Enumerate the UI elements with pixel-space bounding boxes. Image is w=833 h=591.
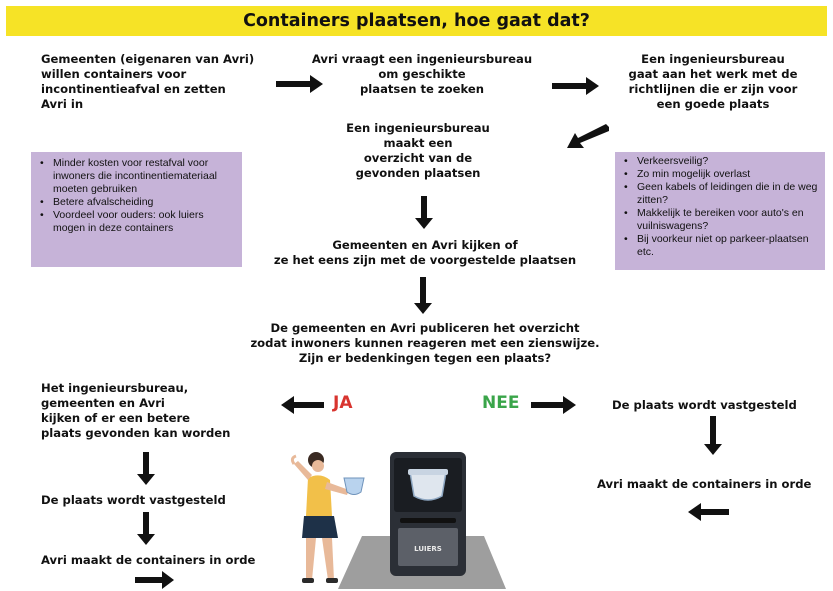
benefit-item: Voordeel voor ouders: ook luiers mogen i… — [40, 209, 236, 235]
arrow-down-1 — [415, 196, 433, 229]
step-gemeenten-avri-kijken: Gemeenten en Avri kijken of ze het eens … — [273, 238, 577, 267]
step-publiceren-overzicht: De gemeenten en Avri publiceren het over… — [250, 321, 600, 365]
benefits-box: Minder kosten voor restafval voor inwone… — [31, 152, 242, 267]
page-title: Containers plaatsen, hoe gaat dat? — [243, 11, 590, 31]
title-banner: Containers plaatsen, hoe gaat dat? — [6, 6, 827, 36]
arrow-down-left-1 — [137, 452, 155, 485]
benefit-item: Betere afvalscheiding — [40, 196, 236, 209]
step-containers-in-orde-ja: Avri maakt de containers in orde — [41, 553, 256, 567]
criteria-item: Geen kabels of leidingen die in de weg z… — [624, 181, 819, 207]
arrow-down-left-2 — [137, 512, 155, 545]
arrow-down-right — [704, 416, 722, 455]
arrow-down-2 — [414, 277, 432, 314]
step-avri-vraagt-bureau: Avri vraagt een ingenieursbureau om gesc… — [311, 52, 533, 96]
step-bureau-maakt-overzicht: Een ingenieursbureau maakt een overzicht… — [346, 121, 490, 180]
container-label: LUIERS — [414, 545, 442, 553]
arrow-left-final — [688, 503, 729, 521]
benefit-item: Minder kosten voor restafval voor inwone… — [40, 157, 236, 196]
criteria-item: Makkelijk te bereiken voor auto's en vui… — [624, 207, 819, 233]
arrow-down-left — [567, 124, 609, 148]
step-betere-plaats-zoeken: Het ingenieursbureau, gemeenten en Avri … — [41, 381, 231, 440]
step-containers-in-orde-nee: Avri maakt de containers in orde — [597, 477, 812, 491]
step-bureau-aan-het-werk: Een ingenieursbureau gaat aan het werk m… — [628, 52, 798, 111]
arrow-left-ja — [281, 396, 324, 414]
criteria-item: Verkeersveilig? — [624, 155, 819, 168]
arrow-right-nee — [531, 396, 576, 414]
answer-nee: NEE — [482, 393, 520, 413]
criteria-item: Bij voorkeur niet op parkeer-plaatsen et… — [624, 233, 819, 259]
container-illustration: LUIERS — [290, 452, 506, 589]
arrow-right-2 — [552, 77, 599, 95]
arrow-right-1 — [276, 75, 323, 93]
step-gemeenten-zetten-avri-in: Gemeenten (eigenaren van Avri) willen co… — [41, 52, 255, 111]
step-plaats-vastgesteld-nee: De plaats wordt vastgesteld — [612, 398, 797, 412]
criteria-item: Zo min mogelijk overlast — [624, 168, 819, 181]
answer-ja: JA — [333, 393, 353, 413]
criteria-box: Verkeersveilig? Zo min mogelijk overlast… — [615, 152, 825, 270]
step-plaats-vastgesteld-ja: De plaats wordt vastgesteld — [41, 493, 226, 507]
arrow-right-final — [135, 571, 174, 589]
